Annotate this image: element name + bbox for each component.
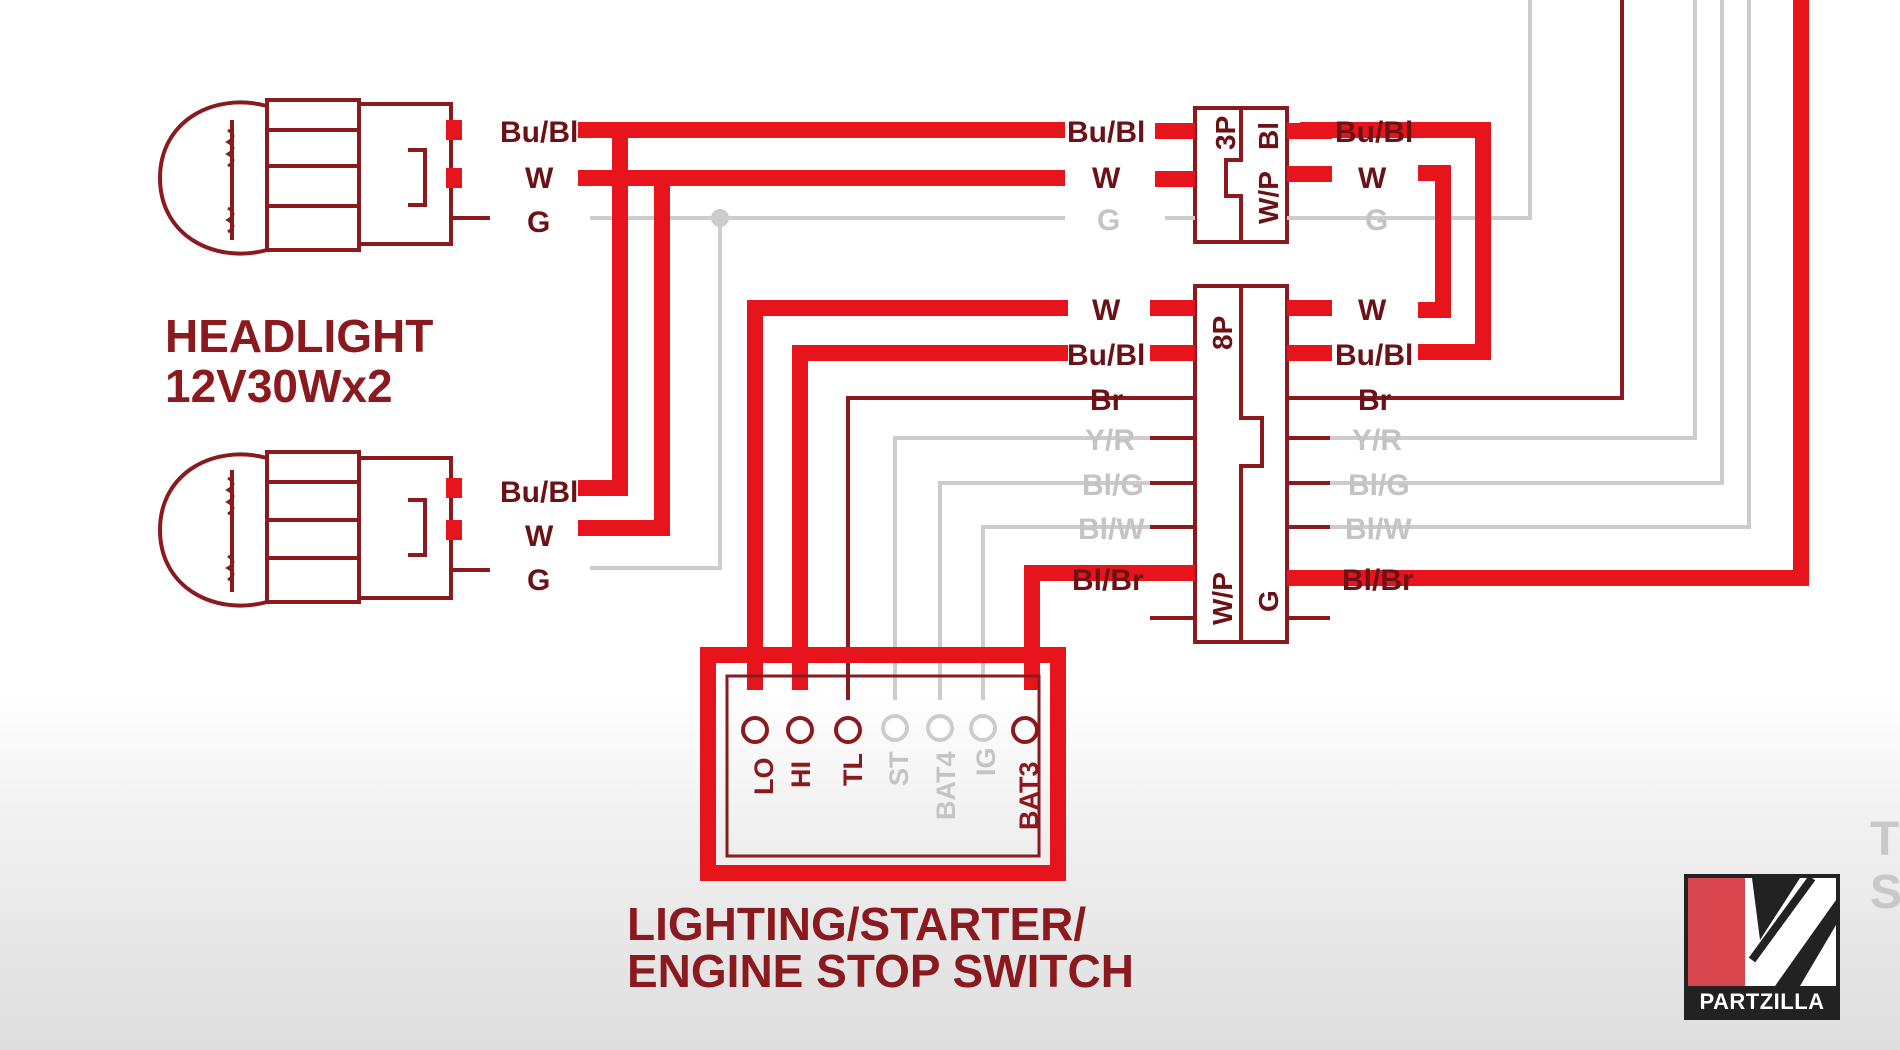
- logo-red-block: [1688, 878, 1745, 986]
- headlight-bulb-lower: [157, 450, 490, 608]
- wire-br-left: [846, 396, 1180, 700]
- switch-terminal-label: HI: [786, 761, 816, 788]
- wire-label: Y/R: [1352, 424, 1402, 457]
- wire-bl-w-left: [981, 525, 1180, 700]
- wire-label: Bl/G: [1348, 469, 1410, 502]
- conn8p-left-labels: W Bu/Bl Br Y/R Bl/G Bl/W Bl/Br: [1067, 294, 1145, 597]
- wire-g-right-trunk: [1300, 0, 1532, 220]
- switch-terminal-ig: IG: [969, 714, 1001, 776]
- wire-bu-bl-to-hi: [792, 345, 1068, 690]
- wire-label: Bl/G: [1082, 469, 1144, 502]
- connector-3p-pins: [1155, 123, 1332, 187]
- logo-slash-top: [1752, 878, 1800, 940]
- wire-y-r-left: [893, 436, 1180, 700]
- headlight-lower-labels: Bu/Bl W G: [500, 476, 578, 597]
- wire-label: W: [1358, 294, 1387, 327]
- conn8p-right-labels: W Bu/Bl Br Y/R Bl/G Bl/W Bl/Br: [1335, 294, 1414, 597]
- connector-8p: 8P W/P G: [1150, 284, 1332, 644]
- conn3p-right-labels: Bu/Bl W G: [1335, 116, 1413, 237]
- inactive-wires: [590, 0, 1751, 700]
- wire-label: Bl/Br: [1072, 564, 1144, 597]
- wire-label: W: [1092, 294, 1121, 327]
- switch-title-line1: LIGHTING/STARTER/: [627, 898, 1086, 950]
- wire-junction-dot: [711, 209, 729, 227]
- headlight-title-line2: 12V30Wx2: [165, 360, 393, 412]
- connector-8p-terminals: [1150, 396, 1330, 620]
- wire-label: W: [525, 520, 554, 553]
- wire-bl-g-right: [1300, 0, 1724, 485]
- switch-title-line2: ENGINE STOP SWITCH: [627, 945, 1134, 997]
- wire-label: Bu/Bl: [500, 116, 578, 149]
- switch-terminal-hi: HI: [786, 716, 816, 788]
- wire-g-lower-return: [590, 218, 722, 570]
- switch-terminal-label: ST: [884, 751, 914, 786]
- wire-label: Bu/Bl: [1067, 116, 1145, 149]
- wire-label: W: [1092, 162, 1121, 195]
- switch-terminal-label: BAT4: [931, 751, 961, 820]
- wire-label: Bl/W: [1345, 513, 1412, 546]
- logo-slash-bottom: [1775, 900, 1836, 986]
- wire-label: W: [525, 162, 554, 195]
- connector-3p-code: W/P: [1253, 171, 1284, 224]
- wire-w-lower-drop: [578, 178, 670, 536]
- edge-text-cropped: S: [1870, 866, 1900, 919]
- active-wires: [578, 0, 1809, 690]
- switch-terminal-bat4: BAT4: [926, 714, 961, 820]
- wire-label: G: [1365, 204, 1388, 237]
- wire-bl-w-right: [1300, 0, 1751, 529]
- switch-terminal-tl: TL: [834, 716, 868, 786]
- switch-terminal-label: BAT3: [1014, 761, 1044, 830]
- wire-label: Br: [1090, 384, 1124, 417]
- switch-terminal-label: TL: [838, 753, 868, 786]
- switch-terminal-lo: LO: [741, 716, 779, 796]
- conn3p-left-labels: Bu/Bl W G: [1067, 116, 1145, 237]
- connector-3p-code: Bl: [1253, 122, 1284, 150]
- wire-label: Bl/Br: [1342, 564, 1414, 597]
- logo-text: PARTZILLA: [1699, 989, 1824, 1014]
- brown-wires: [846, 0, 1624, 700]
- edge-text-cropped: T: [1870, 813, 1899, 866]
- wire-label: W: [1358, 162, 1387, 195]
- connector-3p-label: 3P: [1210, 116, 1241, 150]
- switch-terminal-label: LO: [749, 758, 779, 796]
- lighting-starter-switch: LO HI TL ST BAT4 IG BAT3: [700, 647, 1066, 881]
- wire-label: G: [1097, 204, 1120, 237]
- wire-bl-g-left: [938, 481, 1180, 700]
- headlight-upper-labels: Bu/Bl W G: [500, 116, 578, 239]
- connector-8p-code: W/P: [1207, 572, 1238, 625]
- switch-terminal-bat3: BAT3: [1011, 716, 1044, 830]
- headlight-bulb-upper: [157, 98, 490, 256]
- wire-label: G: [527, 564, 550, 597]
- wire-w-crossover: [1418, 165, 1451, 318]
- wire-label: G: [527, 206, 550, 239]
- switch-terminal-st: ST: [881, 714, 914, 786]
- wire-label: Bu/Bl: [1335, 116, 1413, 149]
- connector-8p-pins: [1150, 300, 1332, 586]
- partzilla-logo: PARTZILLA: [1684, 874, 1840, 1020]
- wire-br-right: [1300, 0, 1624, 400]
- wire-w-to-lo: [747, 300, 1068, 690]
- wire-label: Br: [1358, 384, 1392, 417]
- wire-bl-br-right-trunk: [1300, 0, 1809, 586]
- wire-label: Bu/Bl: [1067, 339, 1145, 372]
- wire-bu-bl-crossover: [1300, 122, 1491, 360]
- wire-label: Y/R: [1085, 424, 1135, 457]
- connector-8p-label: 8P: [1207, 316, 1238, 350]
- connector-8p-code: G: [1253, 590, 1284, 612]
- wire-bu-bl-lower-drop: [578, 130, 628, 496]
- headlight-title-line1: HEADLIGHT: [165, 310, 433, 362]
- wire-label: Bu/Bl: [500, 476, 578, 509]
- wire-label: Bl/W: [1078, 513, 1145, 546]
- wire-y-r-right: [1300, 0, 1697, 440]
- switch-terminal-label: IG: [971, 747, 1001, 776]
- wire-label: Bu/Bl: [1335, 339, 1413, 372]
- connector-3p: 3P Bl W/P: [1155, 106, 1332, 244]
